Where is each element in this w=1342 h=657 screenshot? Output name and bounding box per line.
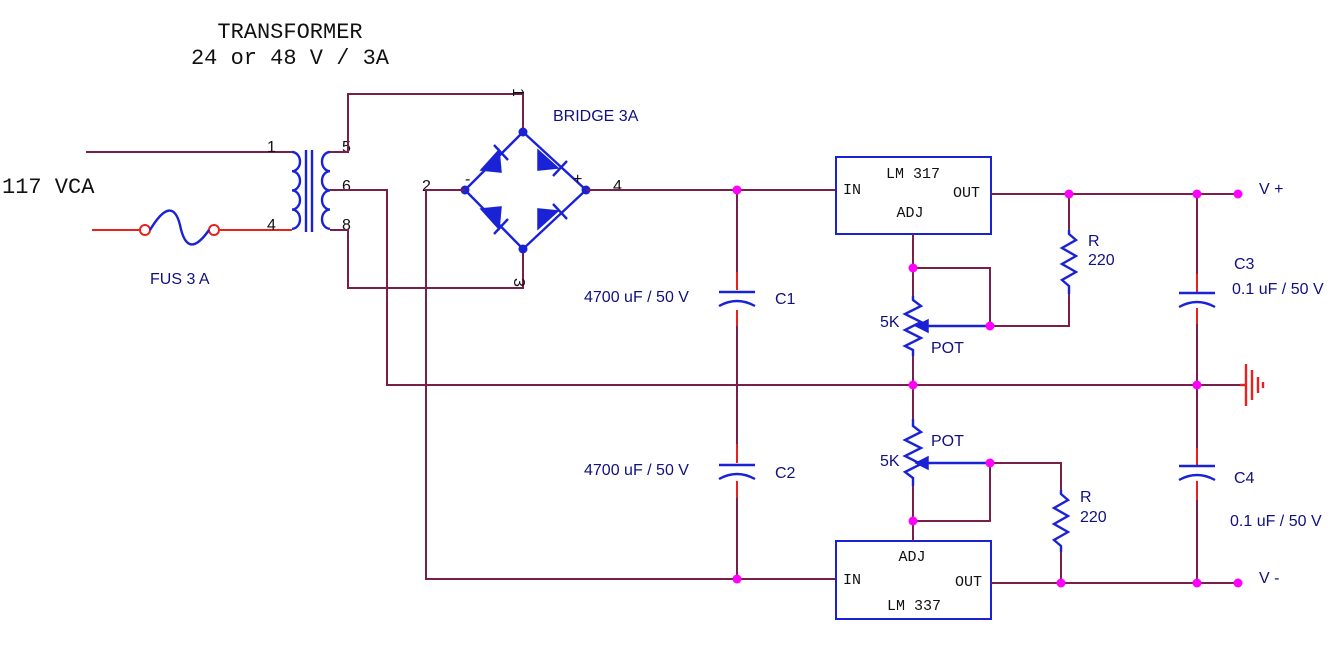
- bridge-plus-sign: +: [573, 171, 582, 188]
- lm337-adj-label: ADJ: [898, 549, 925, 566]
- v-minus-label: V -: [1259, 570, 1279, 587]
- node-bottom-pot-wiper: [985, 458, 995, 468]
- bottom-resistor: [1051, 490, 1071, 552]
- mains-input-label: 117 VCA: [2, 175, 95, 200]
- node-ground-right: [1192, 380, 1202, 390]
- negative-rail-wire: [425, 189, 836, 580]
- lm317-out-label: OUT: [953, 185, 980, 202]
- lm337-name: LM 337: [887, 598, 941, 615]
- c1-name: C1: [775, 291, 796, 308]
- transformer-pin-1: 1: [267, 139, 276, 156]
- c3-value: 0.1 uF / 50 V: [1232, 281, 1324, 298]
- secondary-top-wire: [330, 93, 524, 153]
- lm317-in-label: IN: [843, 182, 861, 199]
- bottom-potentiometer: [902, 419, 990, 486]
- transformer-rating: 24 or 48 V / 3A: [191, 46, 390, 71]
- bridge-label: BRIDGE 3A: [553, 108, 639, 125]
- bridge-pin-4: 4: [613, 178, 622, 195]
- top-pot-name: POT: [931, 340, 964, 357]
- node-c3-top: [1192, 189, 1202, 199]
- transformer-pin-5: 5: [342, 139, 351, 156]
- bridge-pin-2: 2: [422, 178, 431, 195]
- node-c1-top: [732, 185, 742, 195]
- transformer-symbol: [291, 150, 331, 232]
- bottom-pot-value: 5K: [880, 453, 900, 470]
- bottom-resistor-value: 220: [1080, 509, 1107, 526]
- node-v-plus: [1233, 189, 1243, 199]
- top-pot-value: 5K: [880, 314, 900, 331]
- transformer-pin-4: 4: [267, 217, 276, 234]
- bridge-minus-sign: -: [465, 171, 470, 188]
- lm317-name: LM 317: [886, 166, 940, 183]
- bridge-pin-1: 1: [509, 88, 526, 97]
- top-pot-to-resistor-wire: [990, 294, 1070, 327]
- c3-name: C3: [1234, 256, 1255, 273]
- bottom-resistor-name: R: [1080, 489, 1092, 506]
- transformer-pin-6: 6: [342, 178, 351, 195]
- c4-name: C4: [1234, 470, 1255, 487]
- c2-value: 4700 uF / 50 V: [584, 462, 689, 479]
- transformer-pin-8: 8: [342, 217, 351, 234]
- lm337-regulator: [835, 540, 992, 620]
- node-bottom-pot-lower: [908, 516, 918, 526]
- transformer-title: TRANSFORMER: [217, 20, 362, 45]
- top-pot-wiper-loop: [913, 267, 991, 326]
- lm317-regulator: [835, 156, 992, 235]
- lm337-in-label: IN: [843, 572, 861, 589]
- fuse-label: FUS 3 A: [150, 271, 210, 288]
- capacitor-c3: [1177, 274, 1217, 324]
- secondary-bottom-wire: [330, 229, 524, 289]
- c1-value: 4700 uF / 50 V: [584, 289, 689, 306]
- top-resistor-value: 220: [1088, 252, 1115, 269]
- ground-symbol: [1240, 364, 1265, 406]
- top-potentiometer: [902, 296, 990, 356]
- lm337-out-label: OUT: [955, 574, 982, 591]
- capacitor-c1: [717, 272, 757, 326]
- node-c2-bottom: [732, 574, 742, 584]
- v-plus-label: V +: [1259, 181, 1283, 198]
- bottom-pot-name: POT: [931, 433, 964, 450]
- node-top-resistor: [1064, 189, 1074, 199]
- junction-nodes: [732, 185, 1243, 588]
- node-top-pot-wiper: [985, 321, 995, 331]
- node-ground-center: [908, 380, 918, 390]
- fuse-symbol: [139, 209, 220, 246]
- lm317-adj-label: ADJ: [896, 205, 923, 222]
- bridge-pin-3: 3: [510, 278, 527, 287]
- c2-name: C2: [775, 465, 796, 482]
- bottom-pot-wiper-loop: [913, 463, 991, 522]
- top-resistor-name: R: [1088, 233, 1100, 250]
- node-bottom-resistor: [1056, 578, 1066, 588]
- ground-rail-wire: [330, 189, 1240, 386]
- bridge-rectifier-symbol: [460, 127, 591, 254]
- capacitor-c2: [717, 444, 757, 498]
- node-v-minus: [1233, 578, 1243, 588]
- node-c4-bottom: [1192, 578, 1202, 588]
- bottom-pot-to-resistor-wire: [990, 462, 1062, 490]
- node-top-pot-upper: [908, 263, 918, 273]
- top-resistor: [1059, 230, 1079, 294]
- c4-value: 0.1 uF / 50 V: [1230, 513, 1322, 530]
- capacitor-c4: [1177, 448, 1217, 500]
